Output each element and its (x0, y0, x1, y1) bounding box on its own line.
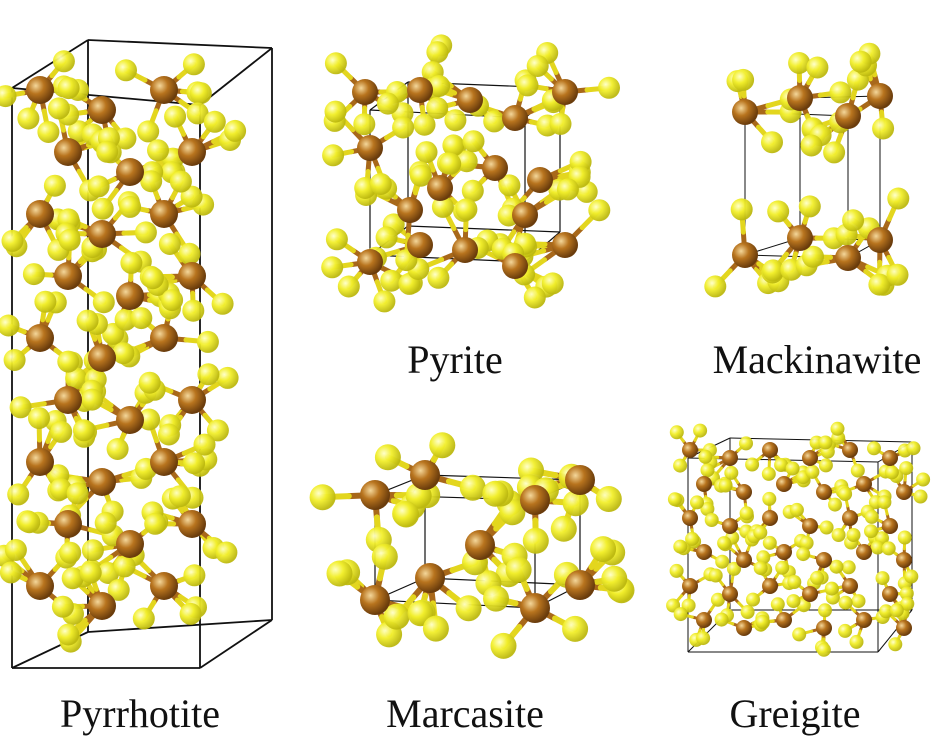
iron-atoms (682, 442, 912, 636)
iron-atoms (26, 76, 206, 620)
greigite-label: Greigite (729, 691, 861, 736)
marcasite-label: Marcasite (386, 691, 544, 736)
pyrrhotite-structure (0, 39, 273, 669)
sulfur-atoms (309, 432, 635, 659)
sulfur-atoms (0, 50, 247, 653)
iron-atoms (732, 83, 893, 271)
pyrite-structure (321, 34, 620, 313)
mackinawite-structure (704, 42, 910, 298)
iron-atoms (352, 77, 578, 279)
pyrrhotite-label: Pyrrhotite (60, 691, 220, 736)
pyrite-label: Pyrite (407, 337, 503, 382)
greigite-structure (666, 421, 931, 657)
iron-atoms (360, 460, 595, 623)
marcasite-structure (309, 432, 635, 659)
mackinawite-label: Mackinawite (712, 337, 922, 382)
sulfur-atoms (666, 421, 931, 657)
